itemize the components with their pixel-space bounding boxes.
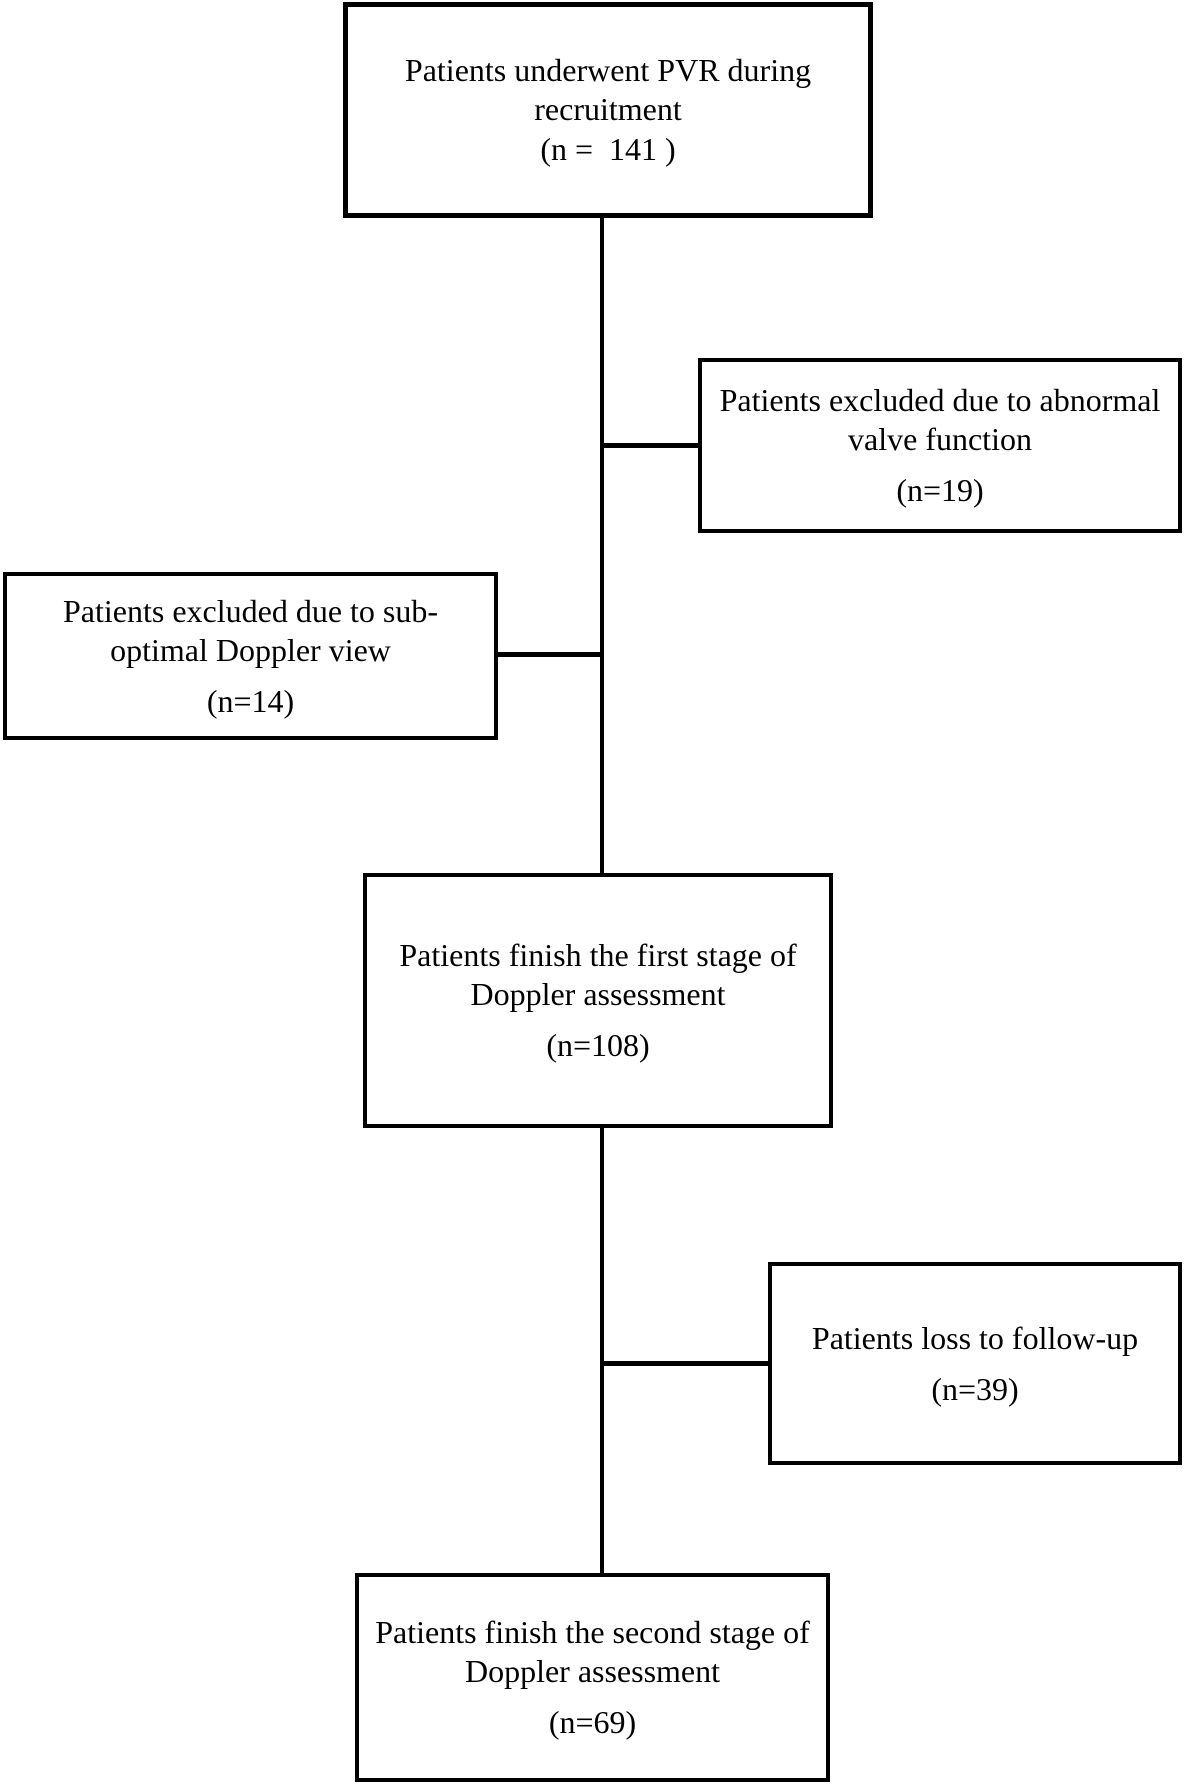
node-second-stage-assessment: Patients finish the second stage of Dopp… xyxy=(355,1573,830,1782)
node-recruitment: Patients underwent PVR during recruitmen… xyxy=(343,2,873,218)
connector-branch-follow-up xyxy=(602,1361,768,1366)
node-excluded-suboptimal-doppler: Patients excluded due to sub- optimal Do… xyxy=(3,572,498,740)
node-loss-to-follow-up-label: Patients loss to follow-up xyxy=(811,1319,1139,1356)
connector-first-stage-to-second-stage xyxy=(600,1128,604,1573)
node-first-stage-assessment: Patients finish the first stage of Doppl… xyxy=(363,873,833,1128)
node-excluded-abnormal-valve: Patients excluded due to abnormal valve … xyxy=(698,358,1182,533)
node-excluded-suboptimal-doppler-count: (n=14) xyxy=(206,682,295,719)
connector-branch-excluded-doppler xyxy=(494,652,604,657)
node-loss-to-follow-up-count: (n=39) xyxy=(931,1370,1019,1407)
node-second-stage-assessment-count: (n=69) xyxy=(548,1704,637,1740)
node-first-stage-assessment-label: Patients finish the first stage of Doppl… xyxy=(399,937,797,1012)
connector-branch-excluded-valve xyxy=(602,443,698,448)
node-second-stage-assessment-label: Patients finish the second stage of Dopp… xyxy=(375,1614,810,1689)
node-loss-to-follow-up: Patients loss to follow-up (n=39) xyxy=(768,1262,1182,1465)
node-recruitment-label: Patients underwent PVR during recruitmen… xyxy=(404,52,812,127)
node-excluded-suboptimal-doppler-label: Patients excluded due to sub- optimal Do… xyxy=(62,592,439,668)
node-excluded-abnormal-valve-label: Patients excluded due to abnormal valve … xyxy=(719,382,1161,457)
connector-recruitment-to-first-stage xyxy=(600,218,604,873)
node-first-stage-assessment-count: (n=108) xyxy=(546,1027,650,1063)
node-recruitment-count: (n = 141 ) xyxy=(540,131,676,167)
node-excluded-abnormal-valve-count: (n=19) xyxy=(896,472,984,508)
